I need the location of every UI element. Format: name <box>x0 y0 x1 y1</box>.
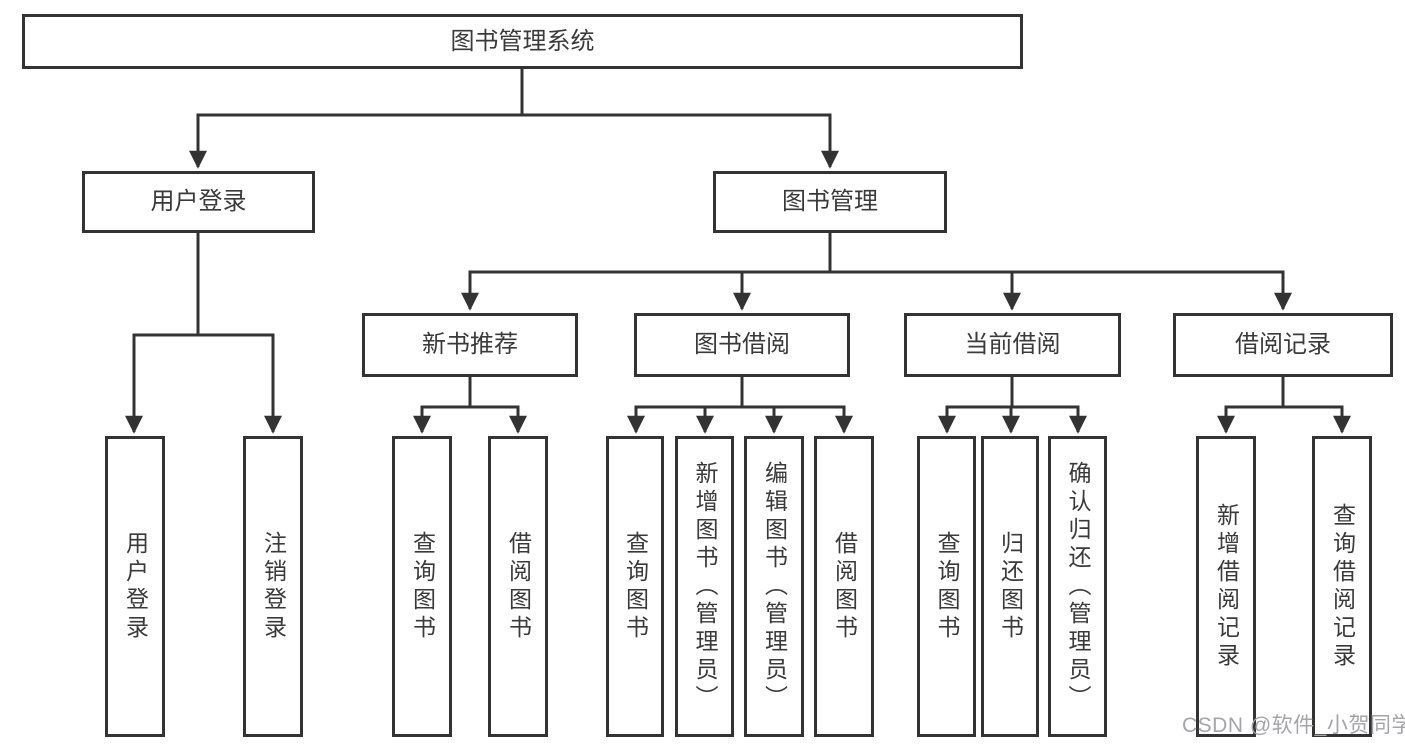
leaf-confirm-return-admin: 确认归还（管理员） <box>1048 436 1107 737</box>
leaf-logout-label: 注销登录 <box>260 530 287 643</box>
leaf-query-book-borrow: 查询图书 <box>606 436 664 737</box>
leaf-borrow-book-recommend: 借阅图书 <box>488 436 548 737</box>
node-current-borrow-label: 当前借阅 <box>964 331 1061 358</box>
csdn-watermark: CSDN @软件_小贺同学 <box>1182 714 1405 737</box>
leaf-edit-book-admin-label: 编辑图书（管理员） <box>761 460 788 713</box>
leaf-query-book-borrow-label: 查询图书 <box>622 530 649 643</box>
leaf-add-book-admin-label: 新增图书（管理员） <box>692 460 718 713</box>
node-new-book-recommend-label: 新书推荐 <box>422 331 518 358</box>
node-borrow-record: 借阅记录 <box>1173 313 1393 377</box>
leaf-query-book-current-label: 查询图书 <box>934 530 960 643</box>
node-user-login: 用户登录 <box>82 171 315 233</box>
node-new-book-recommend: 新书推荐 <box>362 313 578 377</box>
leaf-user-login-label: 用户登录 <box>122 530 149 643</box>
leaf-query-book-current: 查询图书 <box>917 436 976 737</box>
leaf-add-borrow-record: 新增借阅记录 <box>1196 436 1256 737</box>
leaf-borrow-book-recommend-label: 借阅图书 <box>505 530 532 643</box>
node-user-login-label: 用户登录 <box>150 188 247 215</box>
node-root: 图书管理系统 <box>22 14 1023 69</box>
node-book-borrow: 图书借阅 <box>634 313 850 377</box>
leaf-confirm-return-admin-label: 确认归还（管理员） <box>1065 460 1091 713</box>
leaf-return-book: 归还图书 <box>981 436 1039 737</box>
leaf-add-book-admin: 新增图书（管理员） <box>675 436 734 737</box>
node-book-management-label: 图书管理 <box>782 188 878 215</box>
leaf-user-login: 用户登录 <box>105 436 165 737</box>
leaf-query-book-recommend: 查询图书 <box>392 436 452 737</box>
leaf-logout: 注销登录 <box>243 436 303 737</box>
node-current-borrow: 当前借阅 <box>904 313 1121 377</box>
leaf-borrow-book: 借阅图书 <box>814 436 874 737</box>
leaf-query-borrow-record-label: 查询借阅记录 <box>1329 502 1356 671</box>
leaf-return-book-label: 归还图书 <box>997 530 1024 643</box>
node-book-borrow-label: 图书借阅 <box>694 331 790 358</box>
leaf-query-book-recommend-label: 查询图书 <box>409 530 436 643</box>
leaf-edit-book-admin: 编辑图书（管理员） <box>744 436 804 737</box>
node-borrow-record-label: 借阅记录 <box>1235 331 1331 358</box>
node-root-label: 图书管理系统 <box>450 27 595 55</box>
leaf-add-borrow-record-label: 新增借阅记录 <box>1213 502 1240 671</box>
leaf-borrow-book-label: 借阅图书 <box>831 530 858 643</box>
leaf-query-borrow-record: 查询借阅记录 <box>1312 436 1372 737</box>
node-book-management: 图书管理 <box>713 171 947 233</box>
